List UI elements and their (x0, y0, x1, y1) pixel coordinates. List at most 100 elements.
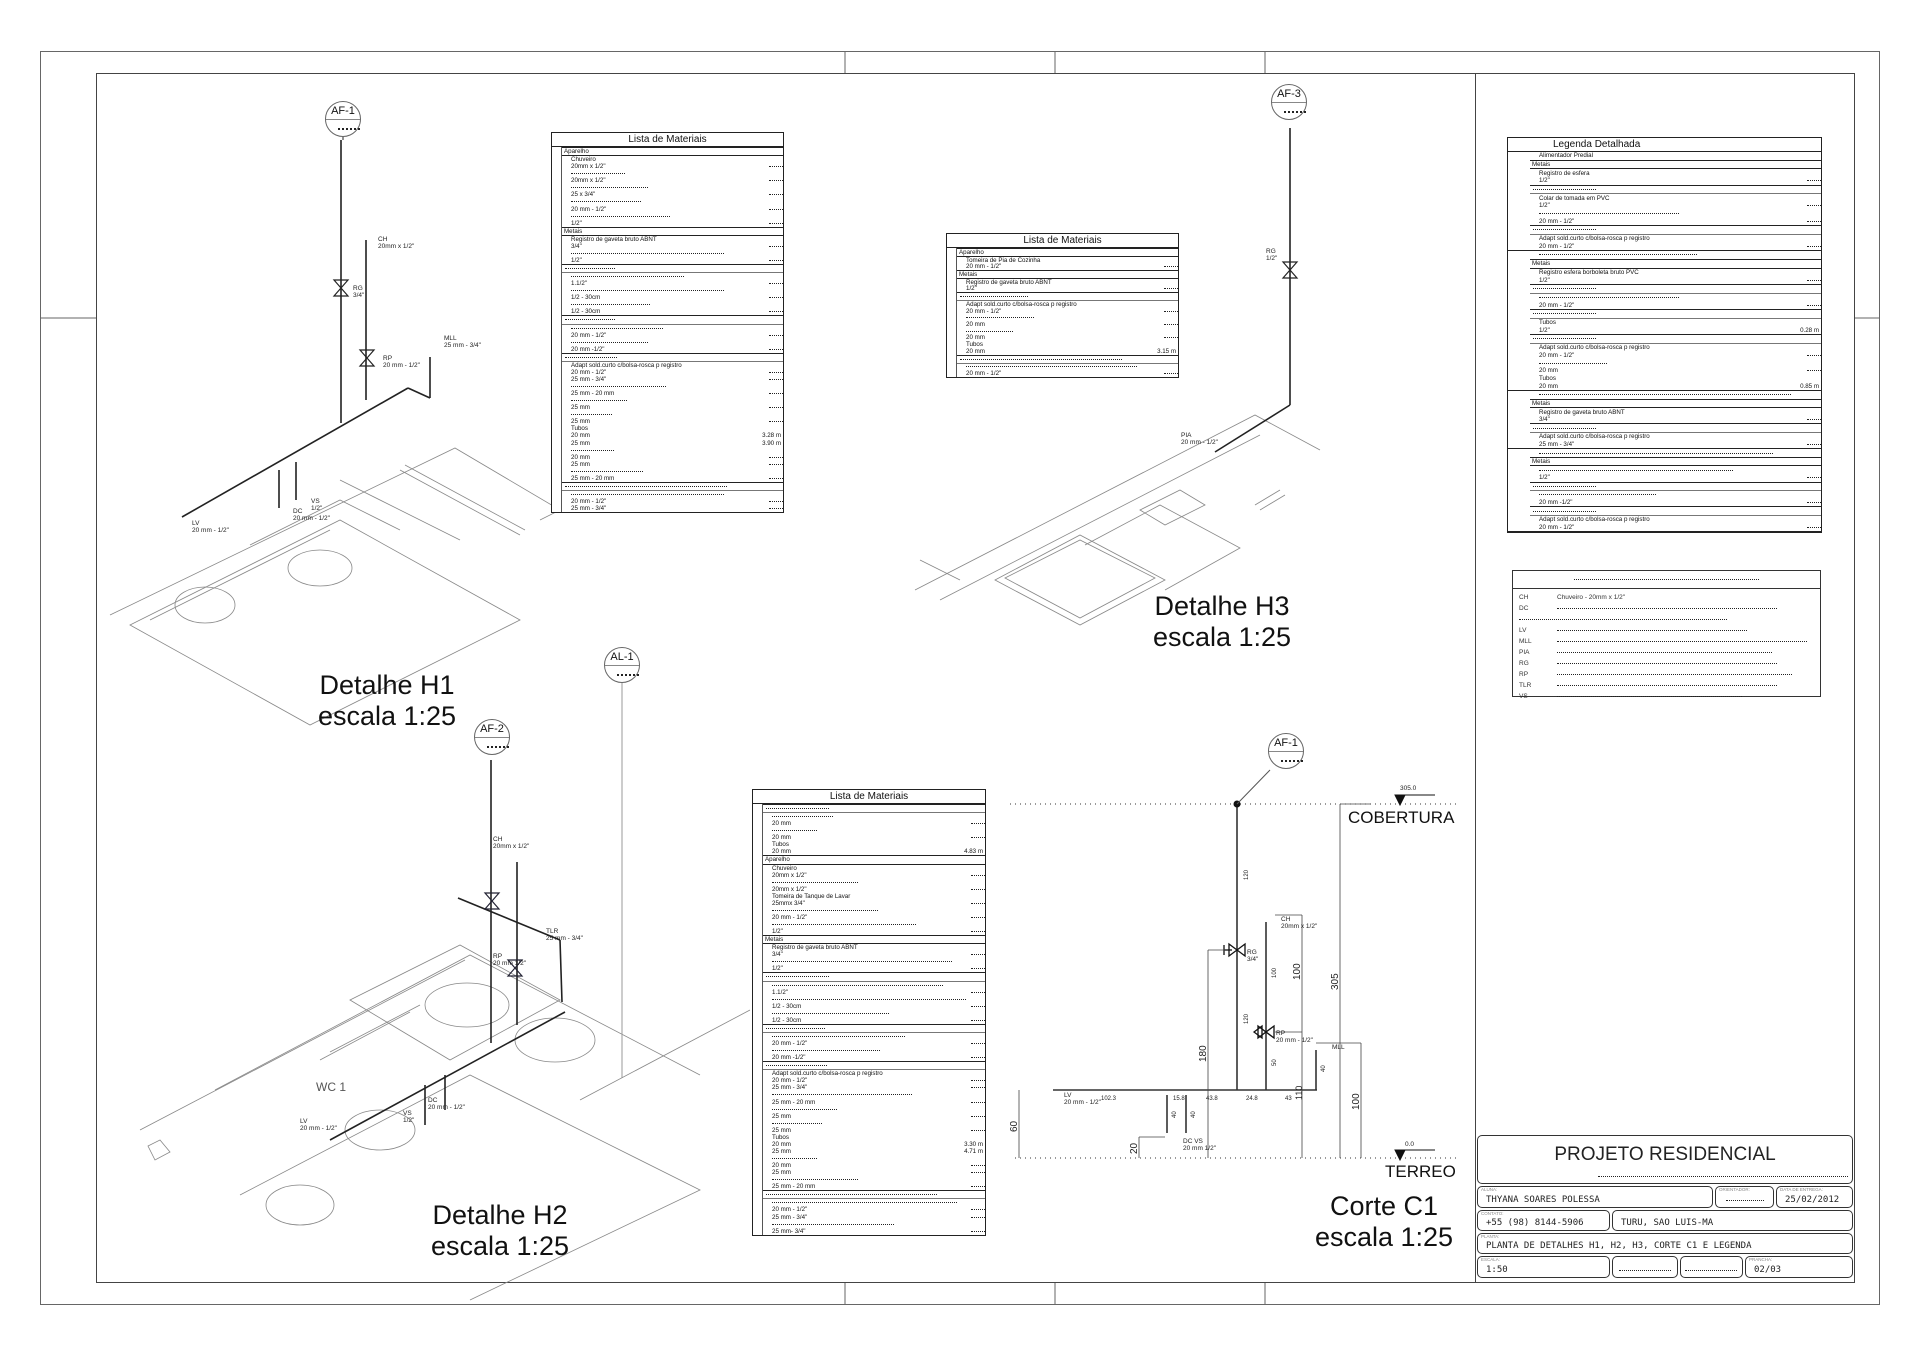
corte-valves (1223, 942, 1275, 1040)
list-item: Tomeira de Pia de Cozinha (957, 257, 1178, 264)
list-obscured-row (957, 328, 1178, 335)
label-size: 20 mm - 1/2" (1064, 1099, 1101, 1106)
item-text: 20 mm (966, 321, 985, 329)
list-item: Tubos (957, 341, 1178, 348)
tag-dots (617, 668, 639, 676)
item-text: 20 mm - 1/2" (571, 498, 607, 506)
item-text: Tubos (966, 341, 983, 349)
obscured-quantity (769, 463, 783, 465)
obscured-quantity (1807, 444, 1821, 445)
list-obscured-row (562, 250, 783, 257)
item-text: Aparelho (959, 248, 984, 256)
abbreviation-row (1513, 614, 1820, 625)
label-code: RP (383, 355, 393, 362)
tag-dots (487, 740, 509, 748)
list-item: 1/2 - 30cm (763, 1003, 985, 1010)
obscured-text (1533, 338, 1596, 340)
obscured-text (1539, 452, 1773, 454)
dim-text: 40 (1172, 1111, 1178, 1118)
label-size: 20mm x 1/2" (1281, 923, 1318, 930)
field-label: ORIENTADOR: (1719, 1187, 1750, 1192)
field-value: +55 (98) 8144-5906 (1486, 1218, 1584, 1228)
h3-piping (1214, 128, 1291, 453)
item-text: 25 mm- 3/4" (772, 1227, 806, 1235)
title-scale: escala 1:25 (1314, 1222, 1454, 1252)
abbreviation-code: RG (1519, 660, 1529, 667)
label-code: RG (1247, 949, 1257, 956)
dim-text: 40 (1321, 1065, 1327, 1072)
obscured-quantity (971, 1172, 985, 1174)
field-value: THYANA SOARES POLESSA (1486, 1195, 1600, 1205)
item-text: 1/2 - 30cm (571, 308, 601, 316)
obscured-text (772, 1035, 906, 1037)
list-obscured-row (562, 273, 783, 280)
item-text: 1/2 - 30cm (571, 294, 601, 302)
list-item: 25 mm - 3/4" (562, 376, 783, 383)
item-text: 1/2" (1539, 202, 1550, 210)
item-text: 20 mm (1539, 367, 1558, 375)
item-text: Tubos (772, 841, 789, 849)
obscured-text (1557, 696, 1742, 697)
list-obscured-row (763, 972, 985, 982)
item-text: 1/2" (1539, 474, 1550, 482)
list-section-header: Aparelho (562, 147, 783, 157)
label-code: MLL (444, 335, 457, 342)
item-quantity: 3.90 m (762, 439, 781, 447)
list-item: 25 mm - 3/4" (1530, 441, 1821, 449)
list-item: 20 mm - 1/2" (1530, 301, 1821, 309)
list-obscured-row (1530, 481, 1821, 492)
obscured-quantity (769, 259, 783, 261)
abbreviation-title (1513, 571, 1820, 589)
obscured-text (571, 470, 643, 472)
list-obscured-row (763, 1221, 985, 1228)
label-code: RP (493, 953, 503, 960)
item-text: Adapt sold.curto c/bolsa-rosca p registr… (1539, 433, 1650, 441)
label-code: RG (353, 285, 363, 292)
list-item: 20 mm - 1/2" (957, 370, 1178, 377)
list-obscured-row (562, 491, 783, 498)
corte-label-mll: MLL (1332, 1044, 1345, 1051)
item-quantity: 3.28 m (762, 432, 781, 440)
abbreviation-row: VS (1513, 691, 1820, 702)
item-text: 20 mm (772, 848, 791, 856)
list-item: 20mm x 1/2" (763, 886, 985, 893)
obscured-quantity (971, 1115, 985, 1117)
obscured-text (772, 961, 952, 963)
obscured-text (766, 1194, 937, 1196)
riser-tag-af1-corte: AF-1 (1268, 733, 1304, 769)
item-text: Metais (564, 227, 583, 235)
list-item: 25 mm - 20 mm (562, 390, 783, 397)
item-text: Metais (1532, 399, 1551, 407)
obscured-text (1539, 254, 1697, 256)
dim-text: 40 (1191, 1111, 1197, 1118)
list-obscured-row (763, 1176, 985, 1183)
h2-valve-symbols (483, 892, 524, 977)
item-text: Tubos (772, 1133, 789, 1141)
list-item: 20 mm - 1/2" (562, 332, 783, 339)
list-item: 20 mm - 1/2" (562, 369, 783, 376)
obscured-quantity (971, 902, 985, 904)
label-code: PIA (1181, 432, 1192, 439)
obscured-text (565, 356, 618, 358)
obscured-text (1557, 652, 1772, 653)
list-item: 25 mm- 3/4" (763, 1228, 985, 1235)
list-item: Adapt sold.curto c/bolsa-rosca p registr… (1530, 433, 1821, 441)
item-text: 25 mm - 3/4" (1539, 441, 1575, 448)
list-obscured-row (562, 481, 783, 491)
obscured-text (1598, 1176, 1848, 1177)
item-text: 1/2" (772, 965, 783, 973)
list-item: 20 mm (763, 820, 985, 827)
label-code: VS (403, 1110, 412, 1117)
obscured-quantity (769, 508, 783, 510)
list-item: 20mm x 1/2" (562, 177, 783, 184)
item-text: 20 mm -1/2" (772, 1054, 806, 1062)
